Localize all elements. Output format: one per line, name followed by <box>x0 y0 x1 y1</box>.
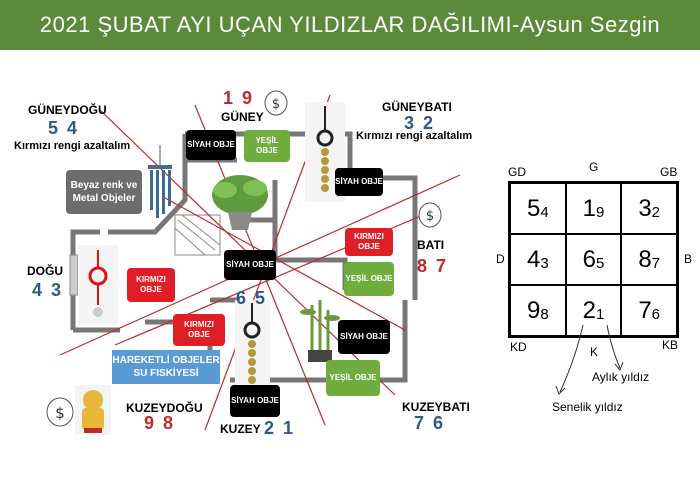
grid-label-kb: KB <box>662 338 679 352</box>
star-number-dogu: 4 3 <box>32 280 64 300</box>
green-object-box: YEŞİL OBJE <box>244 130 290 162</box>
black-object-box: SİYAH OBJE <box>186 130 236 160</box>
direction-label-kuzeydogu: KUZEYDOĞU <box>126 401 203 415</box>
star-number-kuzey: 2 1 <box>264 418 296 438</box>
star-number-merkez: 6 5 <box>236 288 268 308</box>
svg-text:$: $ <box>426 209 434 224</box>
red-object-box: KIRMIZI OBJE <box>345 228 393 256</box>
black-object-box: SİYAH OBJE <box>230 385 280 417</box>
lucky-cat-icon <box>75 385 111 435</box>
black-object-box: SİYAH OBJE <box>338 320 390 354</box>
direction-label-guney: GÜNEY <box>221 110 264 124</box>
red-object-box: KIRMIZI OBJE <box>173 314 225 346</box>
grid-label-k: K <box>590 345 599 359</box>
svg-text:$: $ <box>272 97 280 112</box>
money-bag-icon: $ <box>46 397 74 427</box>
white-metal-objects-box: Beyaz renk ve Metal Objeler <box>66 170 142 214</box>
red-object-box: KIRMIZI OBJE <box>127 268 175 302</box>
grid-label-kd: KD <box>510 340 527 354</box>
black-object-box: SİYAH OBJE <box>335 168 383 196</box>
direction-label-kuzeybati: KUZEYBATI <box>402 400 470 414</box>
star-number-bati: 8 7 <box>417 256 449 276</box>
grid-label-b: B <box>684 252 693 266</box>
star-number-guneybati: 3 2 <box>404 113 436 133</box>
green-object-box: YEŞİL OBJE <box>344 262 394 296</box>
note-guneybati: Kırmızı rengi azaltalım <box>356 130 473 142</box>
money-bag-icon: $ <box>264 90 288 116</box>
direction-label-guneydogu: GÜNEYDOĞU <box>28 103 107 117</box>
monthly-star-legend: Aylık yıldız <box>592 370 650 384</box>
green-object-box: YEŞİL OBJE <box>326 360 380 396</box>
grid-label-gd: GD <box>508 165 526 179</box>
star-number-kuzeybati: 7 6 <box>414 413 446 433</box>
grid-label-gb: GB <box>660 165 678 179</box>
direction-label-guneybati: GÜNEYBATI <box>382 100 452 114</box>
lucky-bamboo-icon <box>300 300 340 362</box>
page-title: 2021 ŞUBAT AYI UÇAN YILDIZLAR DAĞILIMI-A… <box>0 0 700 50</box>
direction-label-dogu: DOĞU <box>27 264 63 278</box>
star-number-kuzeydogu: 9 8 <box>144 413 176 433</box>
coin-charm-icon <box>235 300 270 400</box>
direction-label-bati: BATI <box>417 238 445 252</box>
money-bag-icon: $ <box>418 202 442 228</box>
note-guneydogu: Kırmızı rengi azaltalım <box>14 140 131 152</box>
wind-chime-icon <box>148 145 172 218</box>
direction-label-kuzey: KUZEY <box>220 422 261 436</box>
star-number-guney: 1 9 <box>223 88 255 108</box>
potted-plant-icon <box>212 175 268 230</box>
yearly-star-legend: Senelik yıldız <box>552 400 623 414</box>
grid-label-g: G <box>589 160 599 174</box>
svg-text:$: $ <box>55 404 65 422</box>
black-object-box: SİYAH OBJE <box>224 250 276 280</box>
moving-objects-fountain-box: HAREKETLİ OBJELER SU FISKİYESİ <box>112 350 220 384</box>
grid-label-d: D <box>496 252 505 266</box>
red-knot-charm-icon <box>78 245 118 325</box>
star-number-guneydogu: 5 4 <box>48 118 80 138</box>
